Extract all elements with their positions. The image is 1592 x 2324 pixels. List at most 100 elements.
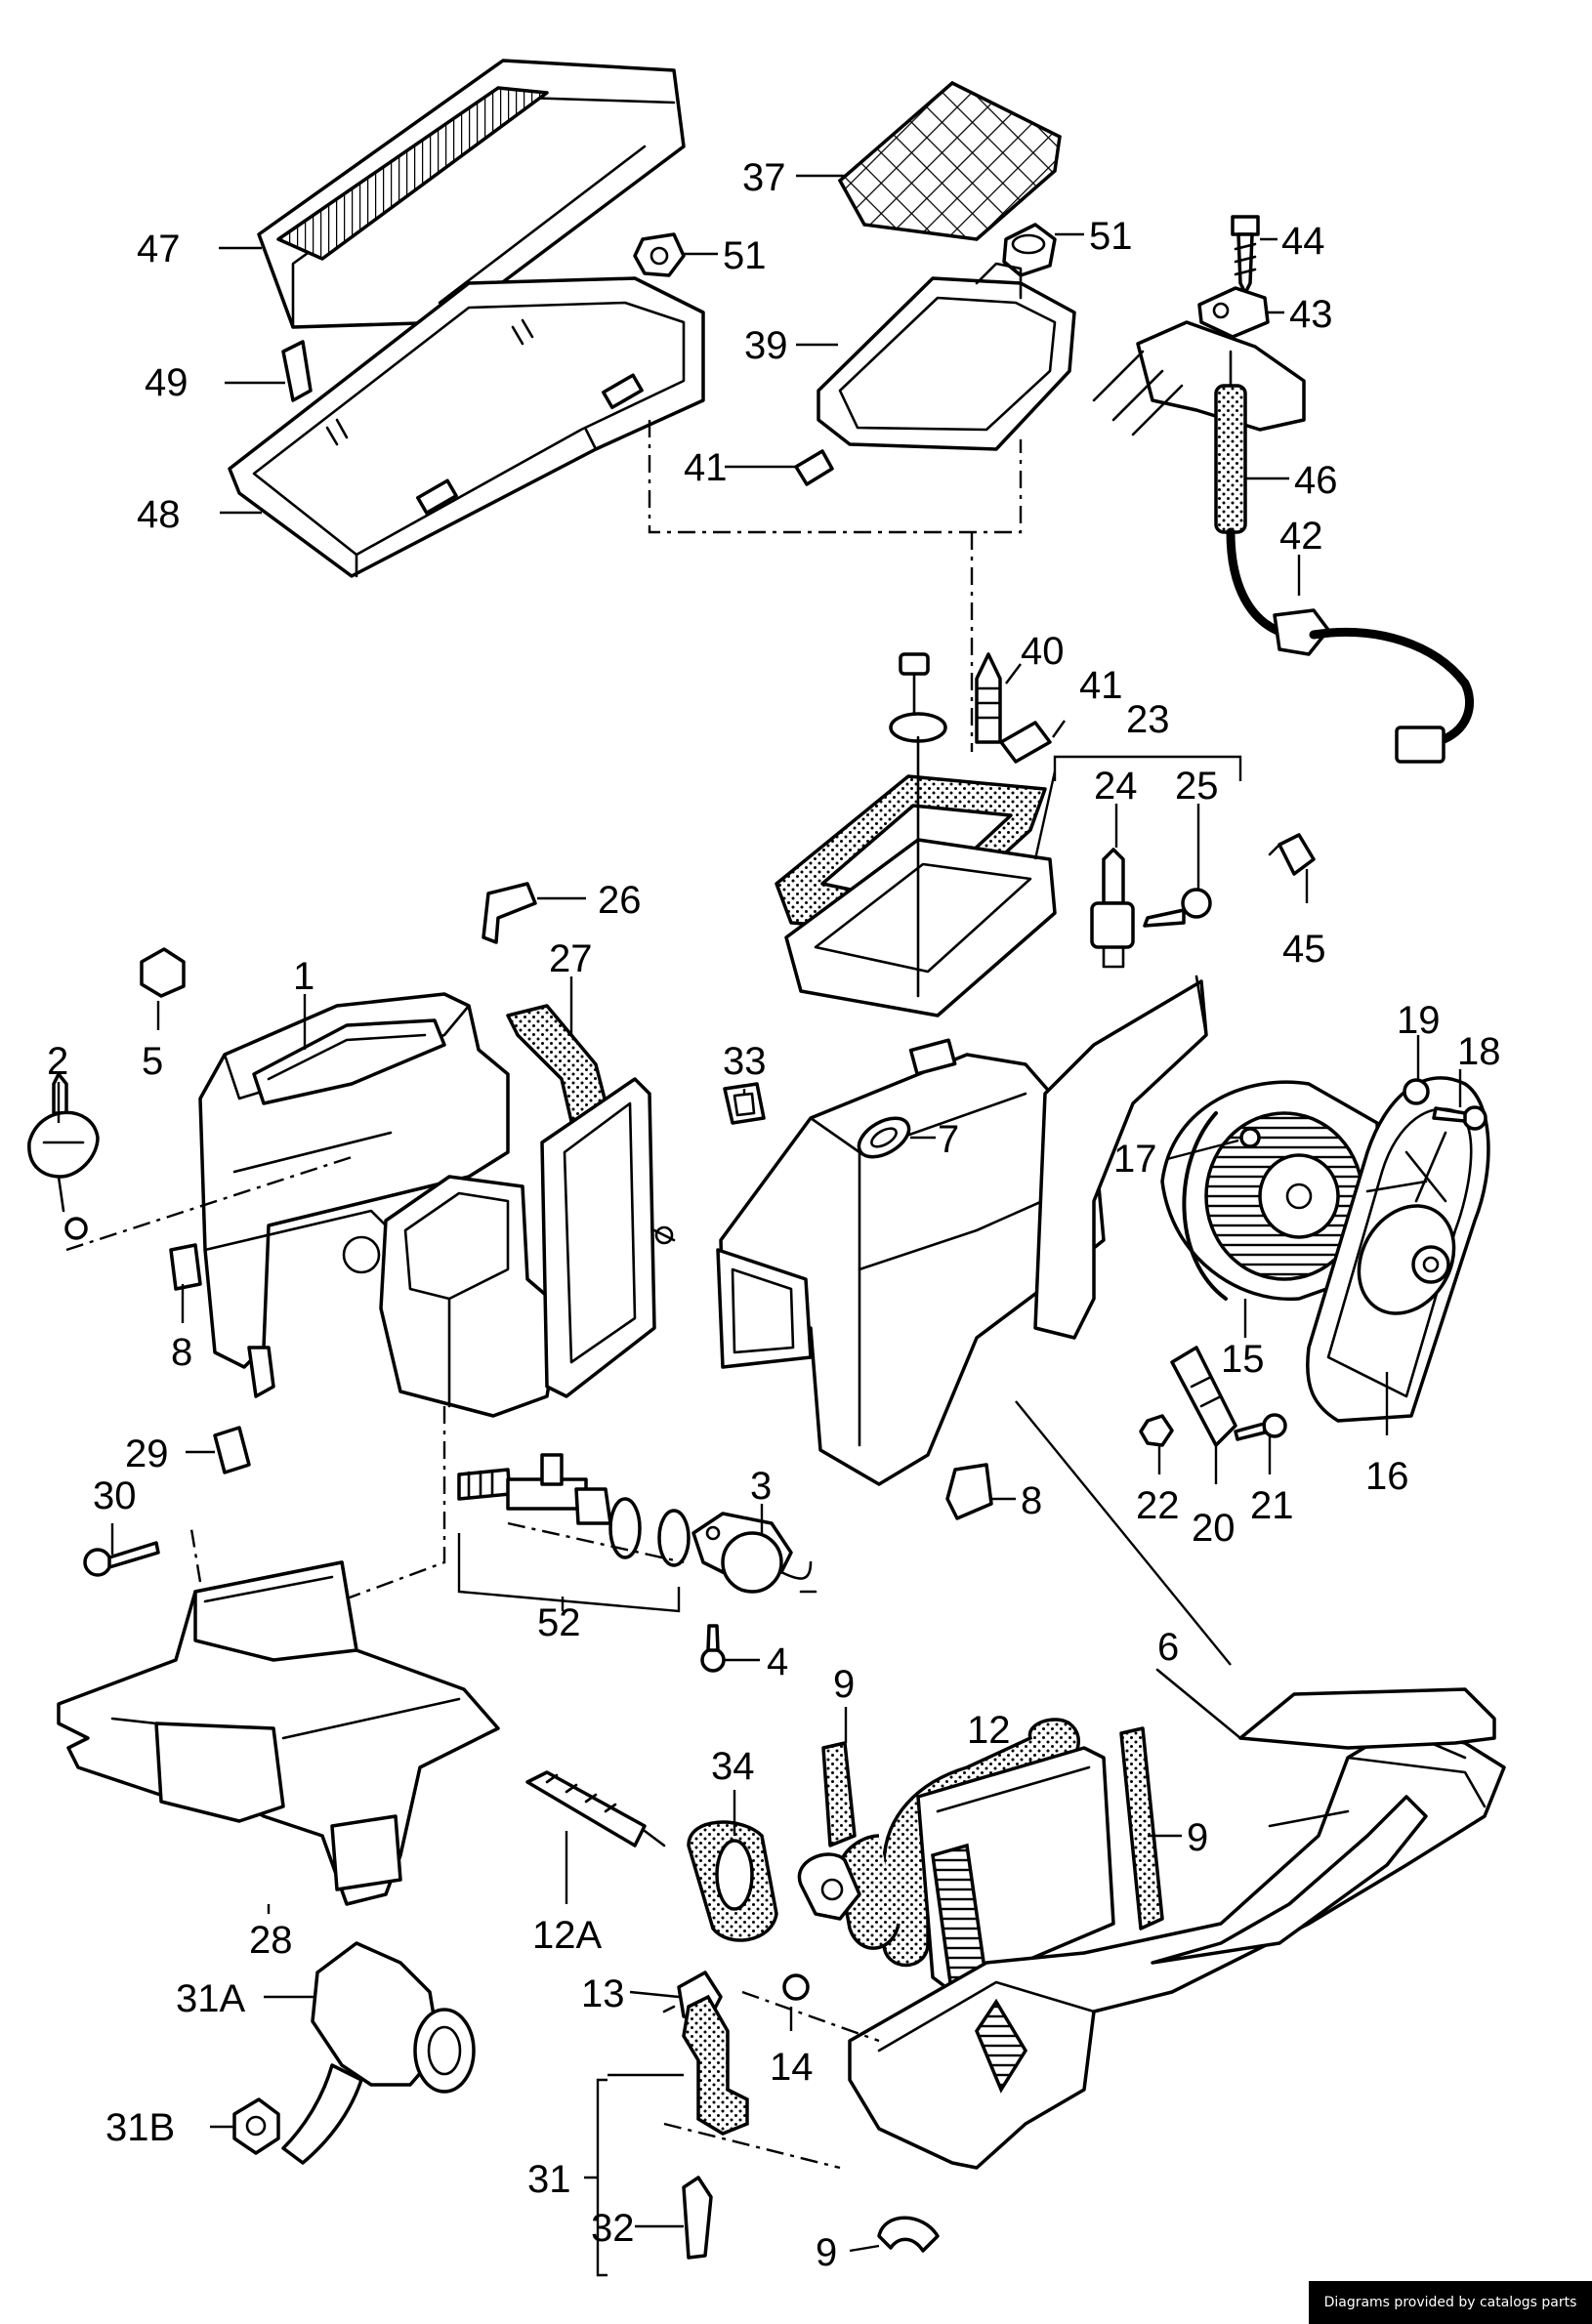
upper-housing-23 <box>775 735 1057 1017</box>
bracket-43 <box>1197 286 1270 339</box>
label-31B: 31B <box>105 2106 175 2149</box>
seal-9-upper <box>821 1741 857 1847</box>
blower-motor-15 <box>1160 1080 1384 1302</box>
label-8-center: 8 <box>1021 1479 1042 1522</box>
label-43: 43 <box>1289 293 1333 336</box>
label-9-lower: 9 <box>816 2231 837 2274</box>
label-52: 52 <box>537 1601 581 1644</box>
label-40: 40 <box>1021 630 1065 673</box>
label-48: 48 <box>137 493 181 536</box>
label-37: 37 <box>742 156 786 199</box>
label-32: 32 <box>591 2207 635 2250</box>
drain-hose-31 <box>682 1994 749 2136</box>
outlet-frame <box>540 1077 676 1398</box>
clip-49 <box>281 340 313 402</box>
connector-31A <box>281 1941 476 2165</box>
label-25: 25 <box>1175 765 1219 808</box>
screw-44 <box>1231 215 1260 295</box>
label-29: 29 <box>125 1432 169 1475</box>
seal-9-lower <box>877 2216 940 2253</box>
seal-33 <box>723 1082 766 1125</box>
label-15: 15 <box>1221 1338 1265 1381</box>
resistor-20 <box>1170 1346 1237 1447</box>
leader-lines <box>57 174 1462 2277</box>
clip-41-top <box>794 449 834 486</box>
clip-41-mid <box>999 721 1052 764</box>
inlet-housing-39 <box>817 262 1076 451</box>
label-45: 45 <box>1282 928 1326 971</box>
label-33: 33 <box>723 1040 767 1083</box>
credit-banner: Diagrams provided by catalogs parts <box>1309 2281 1592 2324</box>
sensor-46 <box>1092 320 1306 534</box>
duct-section-front <box>379 1175 564 1418</box>
screw-30 <box>83 1541 160 1577</box>
label-44: 44 <box>1281 220 1325 263</box>
flap-shaft-52 <box>457 1453 691 1567</box>
label-12: 12 <box>967 1709 1011 1752</box>
label-20: 20 <box>1192 1507 1236 1550</box>
seal-9-right <box>1119 1726 1164 1930</box>
blower-housing-6 <box>716 1038 1106 1486</box>
nut-51-top-left <box>633 232 686 277</box>
vacuum-actuator-3 <box>691 1512 817 1594</box>
label-1: 1 <box>293 955 314 998</box>
label-27: 27 <box>549 937 593 980</box>
seal-34 <box>687 1820 778 1942</box>
stud-40 <box>889 652 1002 744</box>
clip-8-left <box>169 1243 202 1291</box>
clip-45 <box>1268 833 1316 876</box>
label-16: 16 <box>1365 1455 1409 1498</box>
grommet-7 <box>857 1116 911 1159</box>
vacuum-actuator-2 <box>27 1072 100 1240</box>
clip-8-center <box>945 1463 993 1520</box>
air-distribution-28 <box>57 1560 500 1906</box>
label-39: 39 <box>744 324 788 367</box>
wire-harness-42 <box>1226 527 1475 764</box>
o-ring-14 <box>782 1973 810 2001</box>
label-21: 21 <box>1250 1484 1294 1527</box>
label-51-center: 51 <box>1089 215 1133 258</box>
pipe-adapter <box>797 1852 861 1921</box>
probe-12A <box>525 1770 666 1847</box>
label-47: 47 <box>137 228 181 270</box>
label-6: 6 <box>1157 1626 1179 1669</box>
label-4: 4 <box>767 1640 788 1683</box>
label-7: 7 <box>938 1118 959 1161</box>
label-41-top: 41 <box>684 446 728 489</box>
nut-51-top-center <box>1002 223 1057 277</box>
filter-cover-assembly <box>228 59 705 578</box>
retaining-ring-17 <box>1182 1111 1261 1301</box>
label-51-left: 51 <box>723 234 767 277</box>
label-31: 31 <box>527 2158 571 2201</box>
label-18: 18 <box>1457 1030 1501 1073</box>
label-42: 42 <box>1279 515 1323 558</box>
sensor-24 <box>1090 848 1135 969</box>
label-9-right: 9 <box>1187 1816 1208 1859</box>
label-23: 23 <box>1126 698 1170 741</box>
evaporator-12 <box>916 1746 1115 2000</box>
label-19: 19 <box>1397 999 1441 1042</box>
grommet-19 <box>1403 1078 1430 1105</box>
label-17: 17 <box>1113 1138 1157 1181</box>
center-line-mid <box>507 1521 685 1564</box>
label-8-left: 8 <box>171 1331 192 1374</box>
label-46: 46 <box>1294 459 1338 502</box>
label-49: 49 <box>145 361 189 404</box>
motor-cover-16 <box>1306 1076 1490 1423</box>
clip-26 <box>482 882 537 944</box>
drain-valve-32 <box>682 2176 713 2260</box>
label-13: 13 <box>581 1972 625 2015</box>
label-9-upper: 9 <box>833 1663 855 1706</box>
label-3: 3 <box>750 1465 772 1508</box>
label-2: 2 <box>47 1040 68 1083</box>
label-28: 28 <box>249 1919 293 1962</box>
mesh-screen-37 <box>837 80 1062 241</box>
heater-box-1 <box>198 992 510 1398</box>
label-24: 24 <box>1094 765 1138 808</box>
screw-4 <box>700 1624 726 1673</box>
scroll-housing <box>1033 975 1208 1340</box>
nut-22 <box>1139 1414 1174 1447</box>
label-34: 34 <box>711 1745 755 1788</box>
label-41-mid: 41 <box>1079 664 1123 707</box>
